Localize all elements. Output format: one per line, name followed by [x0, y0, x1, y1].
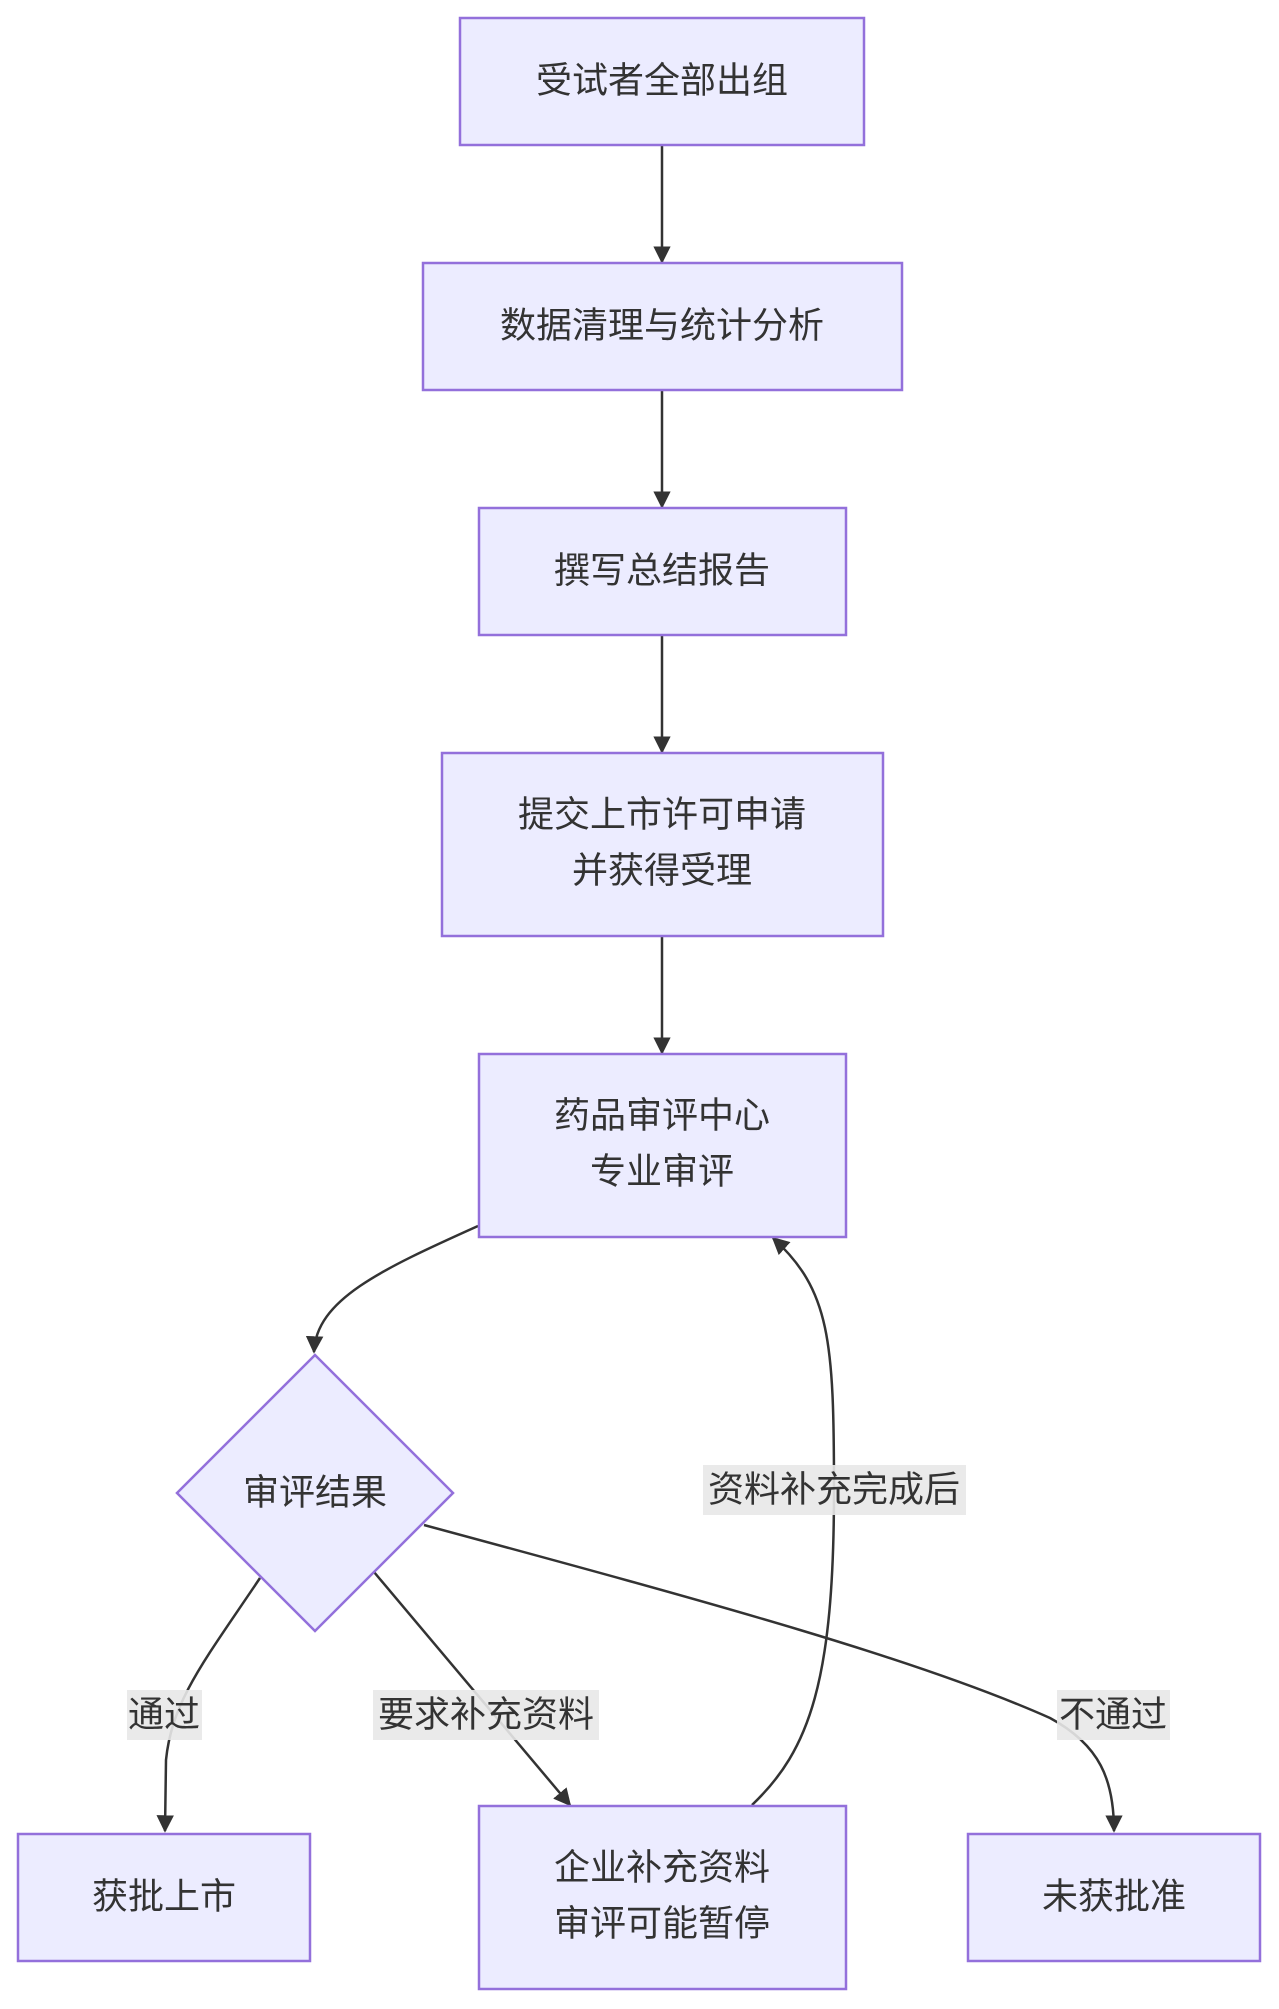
edge-label-pass-text: 通过: [128, 1695, 200, 1736]
node-rejected-label: 未获批准: [1042, 1877, 1186, 1918]
edge-decision-to-rejected: [423, 1523, 1123, 1833]
node-start: 受试者全部出组: [458, 16, 866, 147]
edge-label-fail: 不通过: [1057, 1690, 1170, 1740]
node-review-label-line1: 药品审评中心: [554, 1096, 770, 1137]
node-submit-label-line2: 并获得受理: [572, 851, 752, 892]
node-supplement: 企业补充资料 审评可能暂停: [477, 1804, 848, 1991]
node-submit: 提交上市许可申请 并获得受理: [440, 751, 885, 938]
node-rejected: 未获批准: [966, 1832, 1262, 1963]
node-supplement-label-line2: 审评可能暂停: [554, 1904, 770, 1945]
node-analysis: 数据清理与统计分析: [421, 261, 904, 392]
node-approved-label: 获批上市: [92, 1877, 236, 1918]
node-report-label: 撰写总结报告: [554, 551, 770, 592]
node-analysis-label: 数据清理与统计分析: [500, 306, 824, 347]
edge-decision-to-supplement: [373, 1571, 572, 1807]
node-start-label: 受试者全部出组: [536, 61, 788, 102]
node-report: 撰写总结报告: [477, 506, 848, 637]
edge-label-request-text: 要求补充资料: [378, 1695, 594, 1736]
edge-supplement-to-review: [751, 1236, 836, 1806]
node-supplement-label-line1: 企业补充资料: [554, 1848, 770, 1889]
node-review-label-line2: 专业审评: [590, 1152, 734, 1193]
edge-label-resubmit: 资料补充完成后: [703, 1465, 966, 1515]
edge-label-request: 要求补充资料: [373, 1690, 599, 1740]
edge-review-to-decision: [305, 1224, 479, 1354]
node-decision: 审评结果: [175, 1353, 455, 1633]
edge-label-pass: 通过: [127, 1690, 202, 1740]
node-approved: 获批上市: [16, 1832, 312, 1963]
node-decision-label: 审评结果: [243, 1473, 387, 1514]
edge-label-resubmit-text: 资料补充完成后: [708, 1470, 960, 1511]
node-submit-label-line1: 提交上市许可申请: [518, 795, 806, 836]
edge-decision-to-approved: [156, 1577, 262, 1833]
edge-label-fail-text: 不通过: [1059, 1695, 1167, 1736]
node-review: 药品审评中心 专业审评: [477, 1052, 848, 1239]
